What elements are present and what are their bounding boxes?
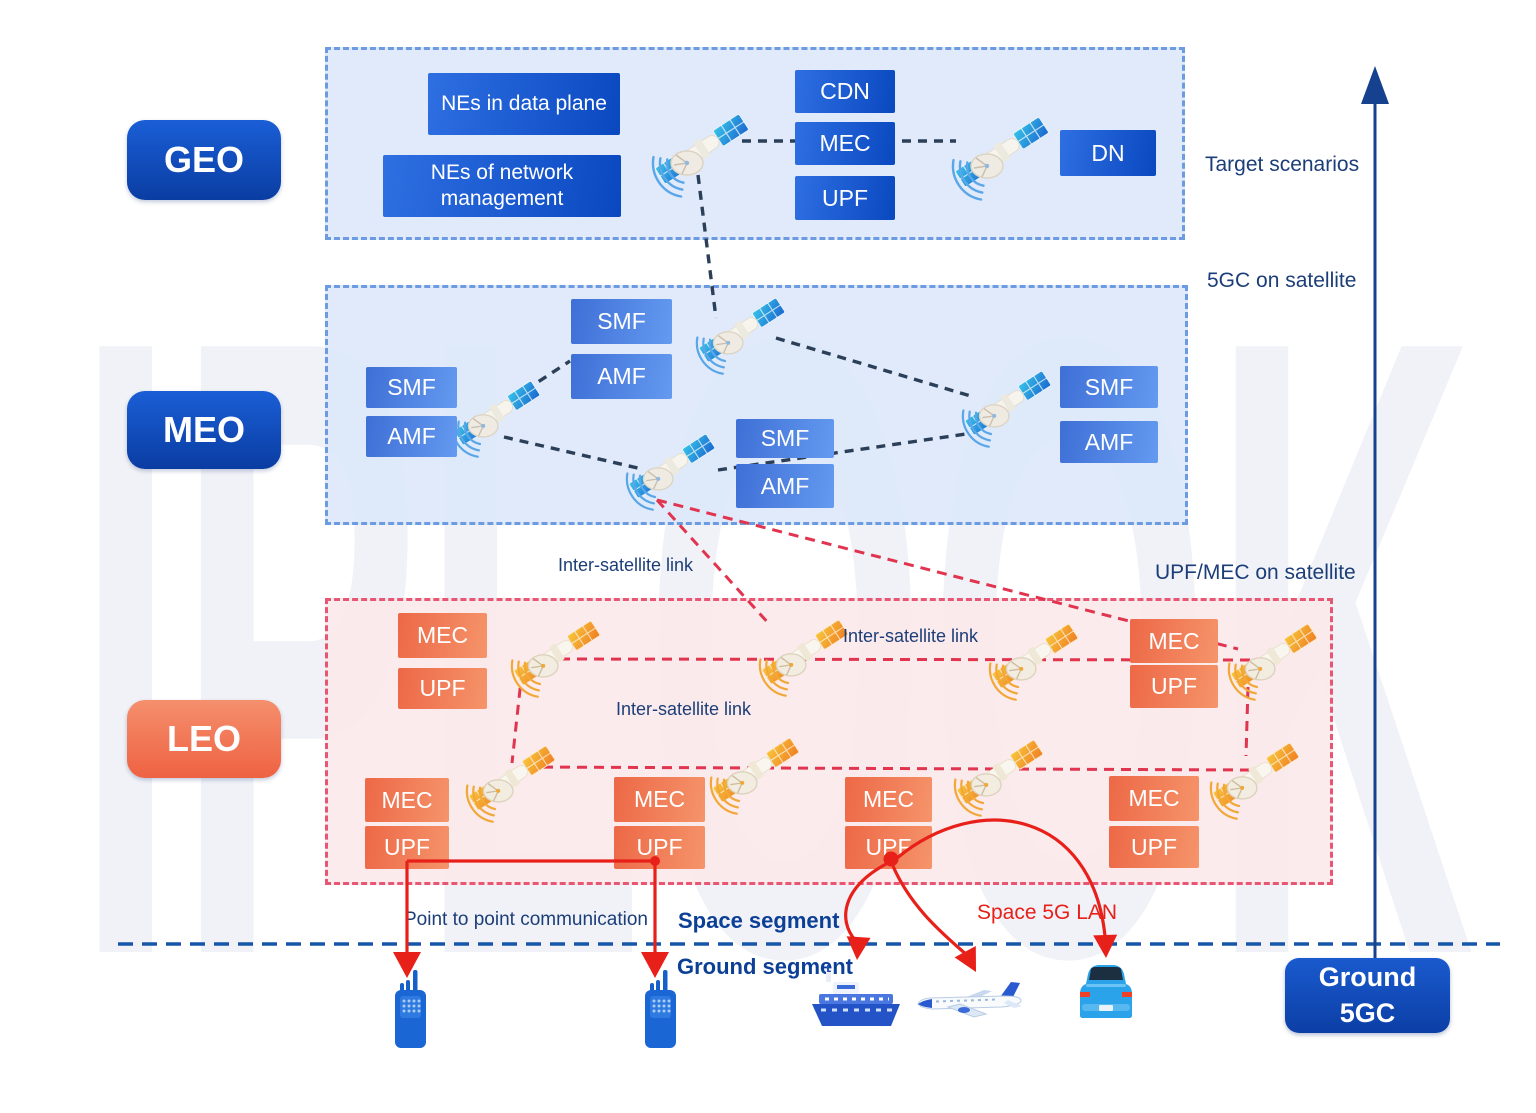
- ground-5gc-box: Ground 5GC: [1285, 958, 1450, 1033]
- mec-box: MEC: [614, 777, 705, 822]
- axis-arrowhead-icon: [1361, 66, 1389, 104]
- mec-box: MEC: [1130, 619, 1218, 663]
- upf-box: UPF: [365, 826, 449, 869]
- upf-box: UPF: [1130, 665, 1218, 708]
- inter-satellite-link-label: Inter-satellite link: [558, 555, 694, 575]
- upf-box: UPF: [1109, 826, 1199, 868]
- inter-satellite-link-label: Inter-satellite link: [843, 626, 979, 646]
- amf-box: AMF: [736, 464, 834, 508]
- amf-box: AMF: [1060, 421, 1158, 463]
- meo-label: MEO: [127, 391, 281, 469]
- plane-icon: [917, 982, 1022, 1018]
- upf-box-geo: UPF: [795, 176, 895, 220]
- red-arrowhead-icon: [641, 952, 669, 978]
- mec-box: MEC: [398, 613, 487, 658]
- space-segment-label: Space segment: [678, 908, 840, 933]
- 5gc-on-satellite-label: 5GC on satellite: [1207, 269, 1357, 292]
- point-to-point-label: Point to point communication: [404, 909, 648, 930]
- amf-box: AMF: [366, 416, 457, 457]
- mec-box-geo: MEC: [795, 122, 895, 165]
- space-5g-lan-label: Space 5G LAN: [977, 901, 1118, 924]
- cdn-box: CDN: [795, 70, 895, 113]
- upf-mec-on-satellite-label: UPF/MEC on satellite: [1155, 561, 1356, 584]
- car-icon: [1080, 965, 1132, 1018]
- upf-box: UPF: [398, 668, 487, 709]
- amf-box: AMF: [571, 354, 672, 399]
- smf-box: SMF: [366, 367, 457, 408]
- ne-network-mgmt-box: NEs of network management: [383, 155, 621, 217]
- ground-5gc-line2: 5GC: [1339, 997, 1396, 1028]
- leo-label: LEO: [127, 700, 281, 778]
- walkie-talkie-icon: [395, 970, 426, 1048]
- red-arrowhead-icon: [954, 946, 976, 972]
- walkie-talkie-icon: [645, 970, 676, 1048]
- mec-box: MEC: [1109, 776, 1199, 821]
- smf-box: SMF: [736, 419, 834, 458]
- upf-box: UPF: [614, 826, 705, 869]
- ground-5gc-line1: Ground: [1318, 962, 1417, 993]
- mec-box: MEC: [845, 777, 932, 822]
- target-scenarios-label: Target scenarios: [1205, 153, 1360, 176]
- ground-segment-label: Ground segment: [677, 954, 854, 979]
- smf-box: SMF: [1060, 366, 1158, 408]
- smf-box: SMF: [571, 299, 672, 344]
- red-arrowhead-icon: [1093, 934, 1118, 958]
- mec-box: MEC: [365, 778, 449, 822]
- inter-satellite-link-label: Inter-satellite link: [616, 699, 752, 719]
- upf-box: UPF: [845, 826, 932, 869]
- red-arrowhead-icon: [393, 952, 421, 978]
- geo-label: GEO: [127, 120, 281, 200]
- dn-box: DN: [1060, 130, 1156, 176]
- ne-data-plane-box: NEs in data plane: [428, 73, 620, 135]
